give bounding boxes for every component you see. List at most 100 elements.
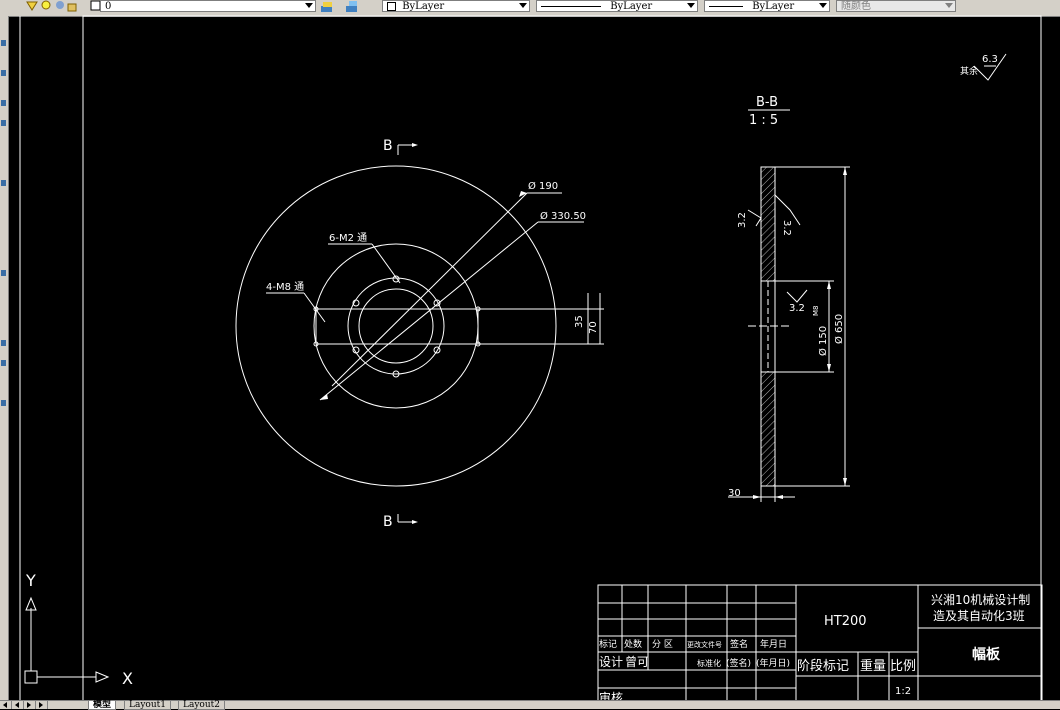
- layout-tabs: 模型 Layout1 Layout2: [0, 700, 1060, 710]
- layer-state-icon[interactable]: [26, 0, 38, 12]
- roughness-32-b: 3.2: [781, 220, 792, 236]
- section-mark-top: B: [383, 138, 393, 154]
- chevron-down-icon: [819, 3, 827, 8]
- tool-icon[interactable]: [1, 340, 6, 346]
- section-hatch-upper: [760, 166, 776, 282]
- tool-icon[interactable]: [1, 180, 6, 186]
- chevron-down-icon: [305, 3, 313, 8]
- thread-note: M8: [812, 306, 820, 317]
- dim-d190: Ø 190: [528, 180, 558, 192]
- mid-circle: [313, 243, 479, 409]
- date-label: (年月日): [756, 657, 790, 669]
- tool-icon[interactable]: [1, 120, 6, 126]
- tab-layout1[interactable]: Layout1: [124, 701, 171, 710]
- lineweight-sample: [709, 6, 743, 7]
- ucs-icon: [24, 596, 110, 684]
- outer-circle: [235, 165, 557, 487]
- linetype-dropdown[interactable]: ByLayer: [536, 0, 698, 12]
- chevron-down-icon: [519, 3, 527, 8]
- label-4m8: 4-M8 通: [266, 281, 304, 293]
- layer-dropdown[interactable]: 0: [100, 0, 316, 12]
- row-label-date: 年月日: [760, 638, 787, 650]
- section-title: B-B: [756, 95, 778, 110]
- m8-hole: [475, 341, 481, 347]
- section-hatch-lower: [760, 371, 776, 487]
- lineweight-dropdown[interactable]: ByLayer: [704, 0, 830, 12]
- m8-hole: [475, 306, 481, 312]
- tool-icon[interactable]: [1, 270, 6, 276]
- weight-label: 重量: [860, 658, 886, 674]
- stage-mark: 阶段标记: [797, 659, 849, 674]
- dim-leader-d330: [319, 221, 539, 401]
- hole-circle: [347, 277, 445, 375]
- tab-next-button[interactable]: [24, 701, 36, 709]
- bore-circle: [358, 288, 434, 364]
- roughness-32-c: 3.2: [789, 303, 805, 314]
- row-label-file: 更改文件号: [687, 640, 722, 649]
- dim-leader-d190: [331, 192, 528, 387]
- chevron-down-icon: [687, 3, 695, 8]
- bolt-hole: [433, 299, 441, 307]
- layer-dropdown-value: 0: [105, 1, 112, 12]
- dim-d330: Ø 330.50: [540, 210, 586, 222]
- roughness-note-value: 6.3: [982, 54, 998, 65]
- bolt-hole: [392, 370, 400, 378]
- properties-toolbar: 0 ByLayer ByLayer ByLayer 随颜色: [0, 0, 1060, 17]
- color-dropdown-value: ByLayer: [402, 1, 445, 12]
- tab-prev-button[interactable]: [12, 701, 24, 709]
- bolt-hole: [352, 299, 360, 307]
- section-scale: 1 : 5: [749, 113, 778, 128]
- m8-hole: [313, 306, 319, 312]
- roughness-note: 其余 6.3: [960, 53, 1007, 81]
- chevron-down-icon: [945, 3, 953, 8]
- plotstyle-dropdown: 随颜色: [836, 0, 956, 12]
- drawing-frame: [82, 15, 1042, 700]
- make-current-layer-icon[interactable]: [320, 0, 332, 12]
- roughness-symbol: [774, 194, 801, 226]
- bolt-hole: [433, 346, 441, 354]
- tool-icon[interactable]: [1, 100, 6, 106]
- front-view: [235, 144, 604, 523]
- standard-label: 标准化: [697, 658, 721, 668]
- company-line2: 造及其自动化3班: [933, 609, 1025, 623]
- section-mark-bottom: B: [383, 514, 393, 530]
- dim-35: 35: [574, 315, 585, 328]
- bolt-hole: [392, 275, 400, 283]
- dim-d150: Ø 150: [817, 326, 829, 356]
- part-name: 幅板: [972, 646, 1001, 663]
- tool-icon[interactable]: [1, 40, 6, 46]
- tool-icon[interactable]: [1, 400, 6, 406]
- m8-hole: [313, 341, 319, 347]
- tab-model[interactable]: 模型: [88, 701, 117, 710]
- ucs-x-label: X: [122, 669, 133, 688]
- layer-freeze-icon[interactable]: [54, 0, 66, 12]
- row-label-count: 处数: [624, 638, 642, 650]
- linetype-dropdown-value: ByLayer: [610, 1, 653, 12]
- linetype-sample: [541, 6, 601, 7]
- dim-70: 70: [588, 321, 599, 334]
- roughness-symbol: [747, 209, 762, 227]
- designer-name: 曾可: [625, 655, 649, 669]
- roughness-32-a: 3.2: [737, 212, 748, 228]
- tab-first-button[interactable]: [0, 701, 12, 709]
- tool-icon[interactable]: [1, 360, 6, 366]
- roughness-note-label: 其余: [960, 65, 978, 77]
- material: HT200: [824, 614, 867, 629]
- tab-last-button[interactable]: [36, 701, 48, 709]
- ratio-label: 比例: [890, 659, 916, 674]
- check-label: 审核: [599, 690, 623, 700]
- layer-previous-icon[interactable]: [345, 0, 357, 12]
- tab-layout2[interactable]: Layout2: [178, 701, 225, 710]
- roughness-symbol: [786, 289, 808, 303]
- color-swatch-icon: [387, 2, 396, 11]
- sign-label: (签名): [726, 657, 751, 669]
- row-label-mark: 标记: [599, 638, 617, 650]
- layer-on-icon[interactable]: [40, 0, 52, 12]
- label-6m2: 6-M2 通: [329, 232, 367, 244]
- layer-lock-icon[interactable]: [66, 0, 78, 12]
- tool-icon[interactable]: [1, 70, 6, 76]
- row-label-sign: 签名: [730, 638, 748, 650]
- color-dropdown[interactable]: ByLayer: [382, 0, 530, 12]
- draw-toolbar-strip: [0, 16, 9, 702]
